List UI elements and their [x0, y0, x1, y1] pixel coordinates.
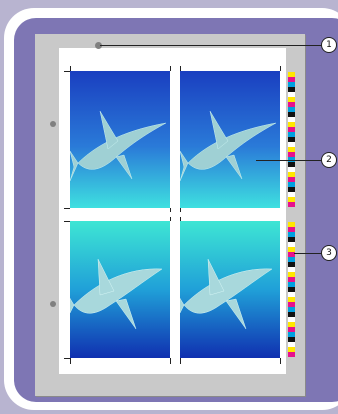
color-patch	[288, 352, 295, 357]
shark-photo-top-left	[70, 71, 170, 208]
shark-photo-bottom-left	[70, 221, 170, 358]
shark-photo-top-right	[180, 71, 280, 208]
callout-line-1	[100, 45, 322, 46]
color-patch	[288, 202, 295, 207]
sheet-hole-top	[50, 121, 56, 127]
callout-line-3	[294, 253, 322, 254]
callout-3: 3	[321, 245, 337, 261]
shark-photo-bottom-right	[180, 221, 280, 358]
color-control-strip-bottom	[288, 222, 295, 357]
callout-1: 1	[321, 37, 337, 53]
callout-2: 2	[321, 152, 337, 168]
color-control-strip-top	[288, 72, 295, 207]
sheet-hole-bottom	[50, 301, 56, 307]
callout-line-2	[256, 160, 322, 161]
